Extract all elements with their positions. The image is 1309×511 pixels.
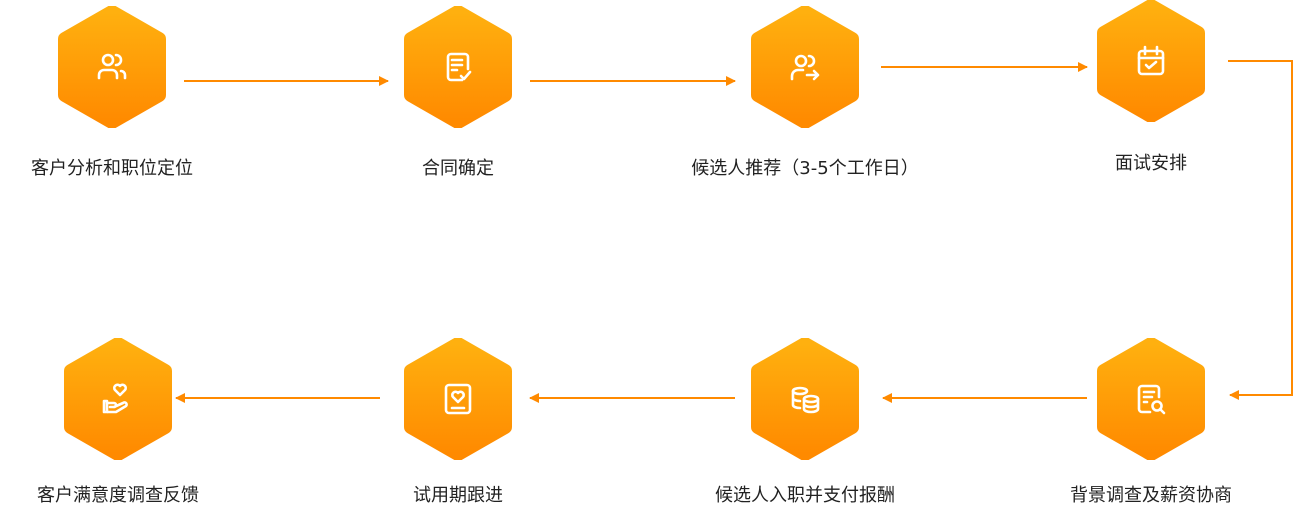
step-hexagon (1097, 0, 1205, 122)
arrow-4-5 (1228, 60, 1293, 400)
step-hexagon (1097, 338, 1205, 460)
hand-heart-icon (102, 383, 128, 414)
step-label: 背景调查及薪资协商 (1070, 485, 1232, 506)
coins-icon (791, 386, 820, 414)
step-label: 试用期跟进 (413, 485, 503, 506)
step-label: 合同确定 (422, 158, 494, 179)
calendar-check-icon (1137, 45, 1165, 76)
step-hexagon (404, 338, 512, 460)
step-hexagon (64, 338, 172, 460)
contract-check-icon (446, 52, 472, 82)
user-forward-icon (790, 54, 820, 81)
step-hexagon (404, 6, 512, 128)
step-label: 候选人推荐（3-5个工作日） (691, 158, 919, 179)
step-hexagon (751, 6, 859, 128)
step-label: 面试安排 (1115, 153, 1187, 174)
step-label: 客户分析和职位定位 (31, 158, 193, 179)
users-icon (97, 53, 127, 80)
step-label: 候选人入职并支付报酬 (715, 485, 895, 506)
document-search-icon (1137, 384, 1166, 415)
step-hexagon (58, 6, 166, 128)
step-hexagon (751, 338, 859, 460)
heart-document-icon (444, 383, 472, 415)
step-label: 客户满意度调查反馈 (37, 485, 199, 506)
